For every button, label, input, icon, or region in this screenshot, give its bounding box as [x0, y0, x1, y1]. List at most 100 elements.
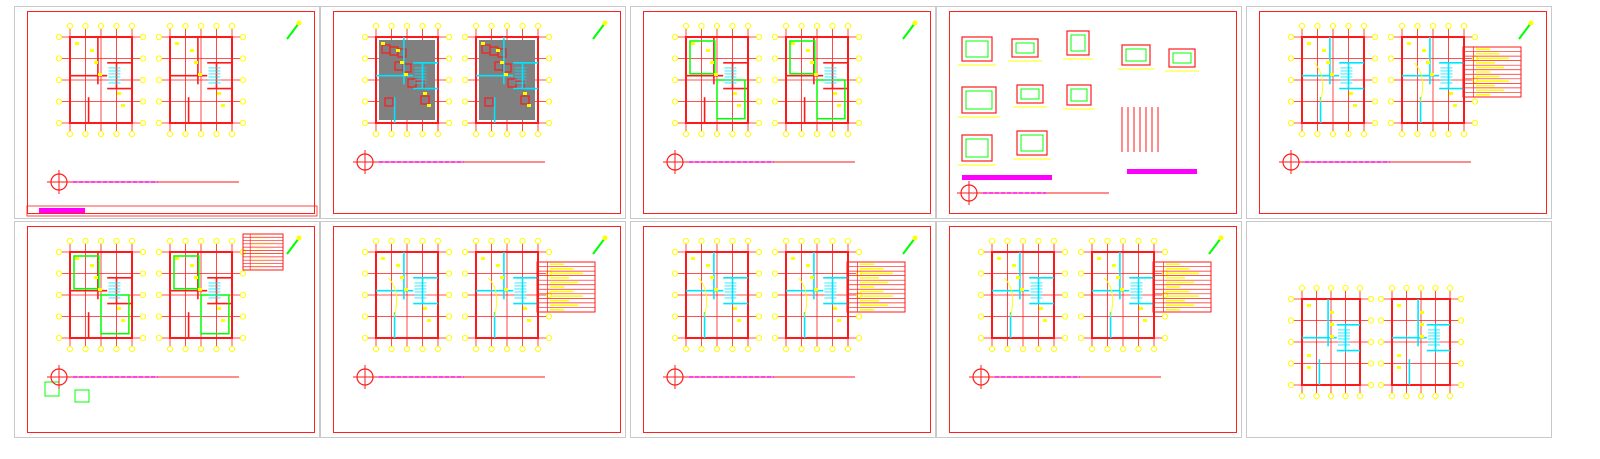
- footing-detail: [74, 389, 90, 403]
- sheet-drawing: [663, 235, 918, 389]
- sheet-drawing: [663, 20, 918, 174]
- axis-bubble: [388, 130, 395, 138]
- axis-bubble: [1377, 381, 1385, 389]
- axis-bubble: [755, 98, 763, 105]
- axis-bubble: [434, 22, 442, 30]
- axis-bubble: [445, 334, 453, 342]
- axis-bubble: [545, 98, 553, 105]
- axis-bubble: [1119, 345, 1127, 353]
- drawing-sheet-4[interactable]: [936, 6, 1242, 219]
- axis-bubble: [771, 98, 779, 105]
- axis-bubble: [1342, 392, 1349, 400]
- axis-bubble: [1446, 284, 1454, 292]
- axis-bubble: [1161, 334, 1169, 342]
- axis-bubble: [729, 22, 736, 30]
- drawing-sheet-2[interactable]: [320, 6, 626, 219]
- axis-bubble: [55, 33, 63, 41]
- axis-bubble: [1403, 392, 1410, 400]
- axis-bubble: [977, 248, 985, 256]
- axis-bubble: [1387, 33, 1395, 41]
- axis-bubble: [1398, 130, 1406, 138]
- axis-bubble: [155, 313, 163, 320]
- axis-bubble: [1356, 392, 1364, 400]
- axis-bubble: [434, 130, 442, 138]
- axis-bubble: [461, 119, 469, 127]
- axis-bubble: [434, 345, 442, 353]
- axis-bubble: [698, 22, 705, 30]
- axis-bubble: [155, 248, 163, 256]
- drawing-sheet-10[interactable]: [1246, 221, 1552, 438]
- axis-bubble: [1371, 55, 1379, 62]
- floor-plan: [361, 237, 453, 353]
- axis-bubble: [519, 22, 526, 30]
- axis-bubble: [197, 130, 205, 138]
- floor-plan: [55, 237, 147, 353]
- drawing-sheet-9[interactable]: [936, 221, 1242, 438]
- axis-bubble: [82, 345, 89, 353]
- axis-bubble: [1287, 119, 1295, 127]
- axis-bubble: [1104, 345, 1111, 353]
- drawing-sheet-8[interactable]: [630, 221, 936, 438]
- drawing-sheet-5[interactable]: [1246, 6, 1552, 219]
- north-arrow-icon: [1518, 20, 1534, 40]
- axis-bubble: [813, 22, 821, 30]
- axis-bubble: [1077, 270, 1085, 277]
- axis-bubble: [829, 130, 836, 138]
- axis-bubble: [488, 130, 495, 138]
- axis-bubble: [1471, 33, 1479, 41]
- drawing-sheet-3[interactable]: [630, 6, 936, 219]
- axis-bubble: [1161, 313, 1169, 320]
- axis-bubble: [671, 33, 679, 41]
- axis-bubble: [1035, 345, 1042, 353]
- drawing-sheet-6[interactable]: [14, 221, 320, 438]
- drawing-sheet-1[interactable]: [14, 6, 320, 219]
- axis-bubble: [782, 345, 790, 353]
- axis-bubble: [1367, 338, 1375, 346]
- axis-bubble: [361, 248, 369, 256]
- axis-bubble: [729, 345, 736, 353]
- construction-details: [958, 30, 1199, 180]
- axis-bubble: [1457, 317, 1465, 324]
- axis-bubble: [472, 237, 480, 245]
- axis-bubble: [419, 22, 426, 30]
- axis-bubble: [228, 22, 236, 30]
- axis-bubble: [1050, 345, 1058, 353]
- axis-bubble: [388, 345, 395, 353]
- sheet-border: [949, 11, 1237, 214]
- axis-bubble: [228, 130, 236, 138]
- axis-bubble: [782, 237, 790, 245]
- title-symbol: [663, 150, 855, 174]
- floor-plan: [771, 22, 863, 138]
- axis-bubble: [1377, 295, 1385, 303]
- axis-bubble: [197, 345, 205, 353]
- drawing-sheet-7[interactable]: [320, 221, 626, 438]
- axis-bubble: [755, 55, 763, 62]
- axis-bubble: [855, 33, 863, 41]
- axis-bubble: [855, 76, 863, 84]
- axis-bubble: [55, 55, 63, 62]
- axis-bubble: [1446, 392, 1454, 400]
- axis-bubble: [671, 270, 679, 277]
- axis-bubble: [166, 22, 174, 30]
- axis-bubble: [197, 22, 205, 30]
- axis-bubble: [461, 76, 469, 84]
- axis-bubble: [713, 130, 721, 138]
- axis-bubble: [139, 33, 147, 41]
- axis-bubble: [1432, 392, 1439, 400]
- axis-bubble: [1377, 338, 1385, 346]
- axis-bubble: [813, 345, 821, 353]
- axis-bubble: [729, 130, 736, 138]
- axis-bubble: [1417, 392, 1425, 400]
- axis-bubble: [403, 130, 411, 138]
- axis-bubble: [97, 22, 105, 30]
- axis-bubble: [1360, 22, 1368, 30]
- floor-plan: [1287, 284, 1375, 400]
- axis-bubble: [155, 33, 163, 41]
- axis-bubble: [755, 248, 763, 256]
- axis-bubble: [66, 345, 74, 353]
- axis-bubble: [388, 22, 395, 30]
- axis-bubble: [1460, 22, 1468, 30]
- axis-bubble: [671, 98, 679, 105]
- axis-bubble: [1298, 392, 1306, 400]
- axis-bubble: [55, 291, 63, 299]
